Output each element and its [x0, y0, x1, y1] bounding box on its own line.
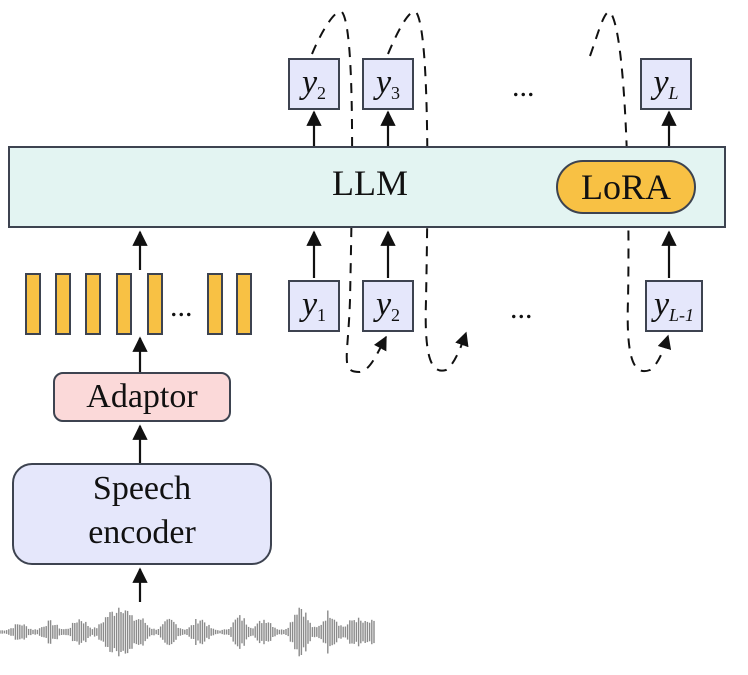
output-token-yL: yL — [640, 58, 692, 110]
adaptor-label: Adaptor — [86, 378, 198, 415]
input-token-yL-1: yL-1 — [645, 280, 703, 332]
speech-waveform — [0, 607, 375, 657]
speech-encoder-label: Speech encoder — [12, 467, 272, 555]
adaptor-block — [53, 372, 231, 422]
output-token-y3: y3 — [362, 58, 414, 110]
embedding-ellipsis: ... — [170, 290, 193, 323]
embedding-bar — [147, 273, 163, 335]
output-ellipsis: ... — [512, 70, 535, 103]
llm-label: LLM — [332, 163, 408, 203]
speech-encoder-line2: encoder — [88, 514, 196, 551]
embedding-bar — [55, 273, 71, 335]
speech-encoder-block — [12, 463, 272, 565]
speech-embeddings — [25, 273, 252, 335]
input-ellipsis: ... — [510, 292, 533, 325]
input-token-y2: y2 — [362, 280, 414, 332]
embedding-bar — [85, 273, 101, 335]
input-token-y1: y1 — [288, 280, 340, 332]
speech-encoder-line1: Speech — [92, 470, 192, 507]
lora-module: LoRA — [556, 160, 696, 214]
embedding-bar — [236, 273, 252, 335]
embedding-bar — [116, 273, 132, 335]
embedding-bar — [207, 273, 223, 335]
embedding-bar — [25, 273, 41, 335]
output-token-y2: y2 — [288, 58, 340, 110]
